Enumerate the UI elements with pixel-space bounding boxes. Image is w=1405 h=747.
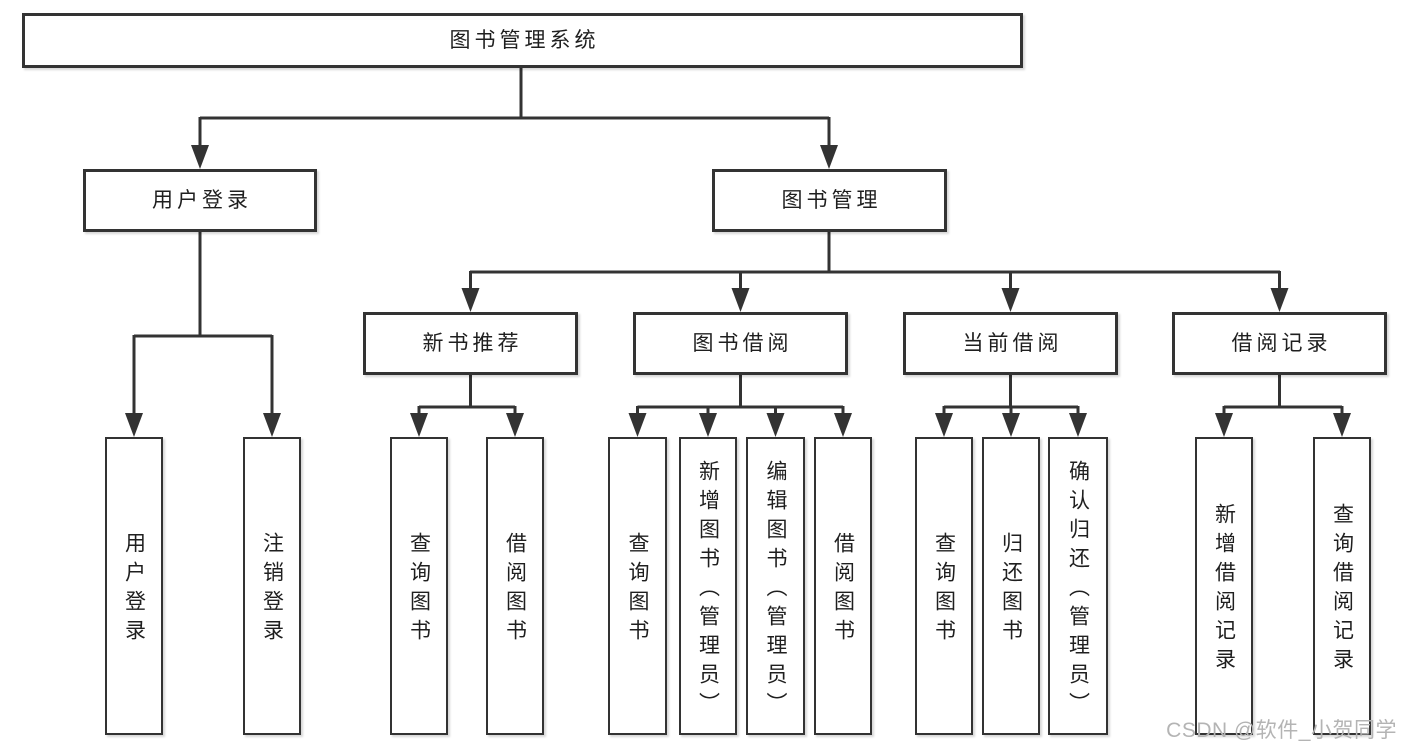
node-book-borrowing: 图书借阅 (633, 312, 848, 375)
leaf-add-borrow-record-label: 新增借阅记录 (1212, 503, 1236, 677)
leaf-search-borrow-record-label: 查询借阅记录 (1330, 503, 1354, 677)
leaf-search-books-borrowing-label: 查询图书 (626, 532, 649, 648)
node-book-management: 图书管理 (712, 169, 947, 232)
node-new-book-recommendation-label: 新书推荐 (422, 332, 523, 355)
connector-root-to-level2 (191, 68, 838, 169)
leaf-user-login-label: 用户登录 (122, 532, 146, 648)
leaf-logout-label: 注销登录 (260, 532, 284, 648)
node-borrowing-records: 借阅记录 (1172, 312, 1387, 375)
leaf-return-book: 归还图书 (982, 437, 1040, 735)
leaf-borrow-books-recommend-label: 借阅图书 (503, 532, 527, 648)
leaf-add-borrow-record: 新增借阅记录 (1195, 437, 1253, 735)
connector-book-management-branch (461, 232, 1289, 312)
connector-current-borrowing-branch (935, 375, 1087, 437)
connector-book-borrowing-branch (628, 375, 852, 437)
leaf-logout: 注销登录 (243, 437, 301, 735)
leaf-search-books-current: 查询图书 (915, 437, 973, 735)
node-book-borrowing-label: 图书借阅 (692, 332, 793, 355)
leaf-search-books-borrowing: 查询图书 (608, 437, 667, 735)
leaf-search-books-recommend-label: 查询图书 (407, 532, 431, 648)
node-user-login-label: 用户登录 (152, 189, 252, 212)
leaf-confirm-return-admin: 确认归还（管理员） (1048, 437, 1108, 735)
leaf-add-book-admin: 新增图书（管理员） (679, 437, 737, 735)
node-library-system: 图书管理系统 (22, 13, 1023, 68)
connector-new-book-branch (410, 375, 524, 437)
node-borrowing-records-label: 借阅记录 (1231, 332, 1332, 355)
node-user-login: 用户登录 (83, 169, 317, 232)
leaf-search-books-recommend: 查询图书 (390, 437, 448, 735)
leaf-search-borrow-record: 查询借阅记录 (1313, 437, 1371, 735)
leaf-borrow-books-borrowing: 借阅图书 (814, 437, 872, 735)
leaf-borrow-books-borrowing-label: 借阅图书 (831, 532, 855, 648)
leaf-edit-book-admin-label: 编辑图书（管理员） (764, 459, 787, 721)
leaf-borrow-books-recommend: 借阅图书 (486, 437, 544, 735)
leaf-confirm-return-admin-label: 确认归还（管理员） (1066, 459, 1090, 721)
connector-borrowing-records-branch (1215, 375, 1351, 437)
node-book-management-label: 图书管理 (781, 189, 882, 212)
csdn-watermark: CSDN @软件_小贺同学 (1166, 719, 1397, 742)
connector-user-login-branch (125, 232, 281, 437)
node-new-book-recommendation: 新书推荐 (363, 312, 578, 375)
leaf-edit-book-admin: 编辑图书（管理员） (746, 437, 805, 735)
leaf-user-login: 用户登录 (105, 437, 163, 735)
leaf-return-book-label: 归还图书 (999, 532, 1023, 648)
node-library-system-label: 图书管理系统 (449, 29, 600, 52)
leaf-add-book-admin-label: 新增图书（管理员） (696, 459, 720, 721)
node-current-borrowing-label: 当前借阅 (962, 332, 1063, 355)
node-current-borrowing: 当前借阅 (903, 312, 1118, 375)
leaf-search-books-current-label: 查询图书 (932, 532, 956, 648)
